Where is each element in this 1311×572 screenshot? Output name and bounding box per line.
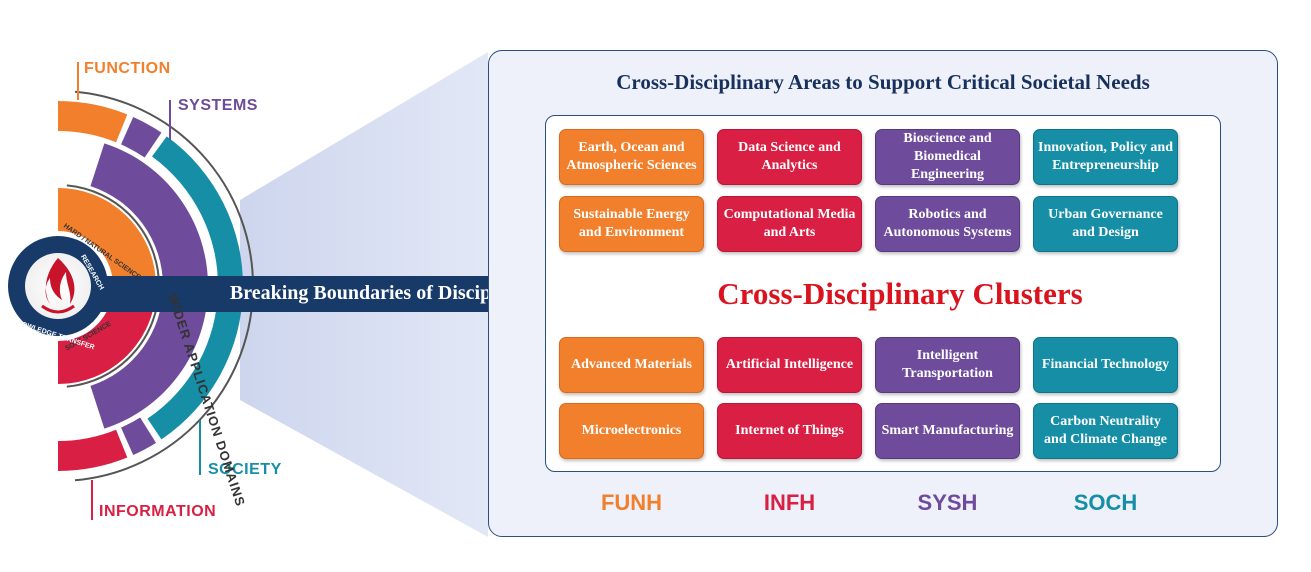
cluster-tile[interactable]: Sustainable Energy and Environment — [559, 196, 704, 252]
society-label: SOCIETY — [208, 461, 282, 478]
cluster-tile[interactable]: Smart Manufacturing — [875, 403, 1020, 459]
information-ring-outer — [58, 429, 128, 471]
function-label: FUNCTION — [84, 60, 171, 77]
cluster-tile[interactable]: Financial Technology — [1033, 337, 1178, 393]
cluster-tile[interactable]: Robotics and Autonomous Systems — [875, 196, 1020, 252]
systems-ring-tab — [121, 116, 162, 158]
flame-logo — [45, 258, 75, 304]
hub-label: SOCH — [1073, 490, 1138, 515]
society-ring — [147, 136, 244, 440]
systems-ring — [90, 143, 208, 429]
cluster-tile[interactable]: Urban Governance and Design — [1033, 196, 1178, 252]
cluster-tile[interactable]: Artificial Intelligence — [717, 337, 862, 393]
function-ring-inner — [58, 188, 156, 282]
hub-label: FUNH — [600, 490, 663, 515]
cluster-tile[interactable]: Internet of Things — [717, 403, 862, 459]
cluster-tile[interactable]: Data Science and Analytics — [717, 129, 862, 185]
cluster-tile[interactable]: Microelectronics — [559, 403, 704, 459]
cluster-tile[interactable]: Innovation, Policy and Entrepreneurship — [1033, 129, 1178, 185]
flame-base — [41, 304, 75, 314]
function-ring-outer — [58, 101, 128, 143]
cluster-tile[interactable]: Earth, Ocean and Atmospheric Sciences — [559, 129, 704, 185]
cross-disciplinary-clusters-label: Cross-Disciplinary Clusters — [717, 276, 1083, 311]
cluster-tile[interactable]: Carbon Neutrality and Climate Change — [1033, 403, 1178, 459]
hub-label: SYSH — [917, 490, 978, 515]
information-ring-inner — [58, 290, 156, 384]
cluster-tile[interactable]: Intelligent Transportation — [875, 337, 1020, 393]
arrow-label: Breaking Boundaries of Disciplines — [229, 282, 531, 304]
systems-label: SYSTEMS — [178, 97, 258, 114]
cluster-tile[interactable]: Computational Media and Arts — [717, 196, 862, 252]
information-label: INFORMATION — [99, 503, 217, 520]
cluster-tile[interactable]: Advanced Materials — [559, 337, 704, 393]
systems-ring-tab-lower — [121, 417, 157, 456]
cluster-tile[interactable]: Bioscience and Biomedical Engineering — [875, 129, 1020, 185]
panel-title: Cross-Disciplinary Areas to Support Crit… — [616, 70, 1150, 94]
hub-label: INFH — [763, 490, 816, 515]
